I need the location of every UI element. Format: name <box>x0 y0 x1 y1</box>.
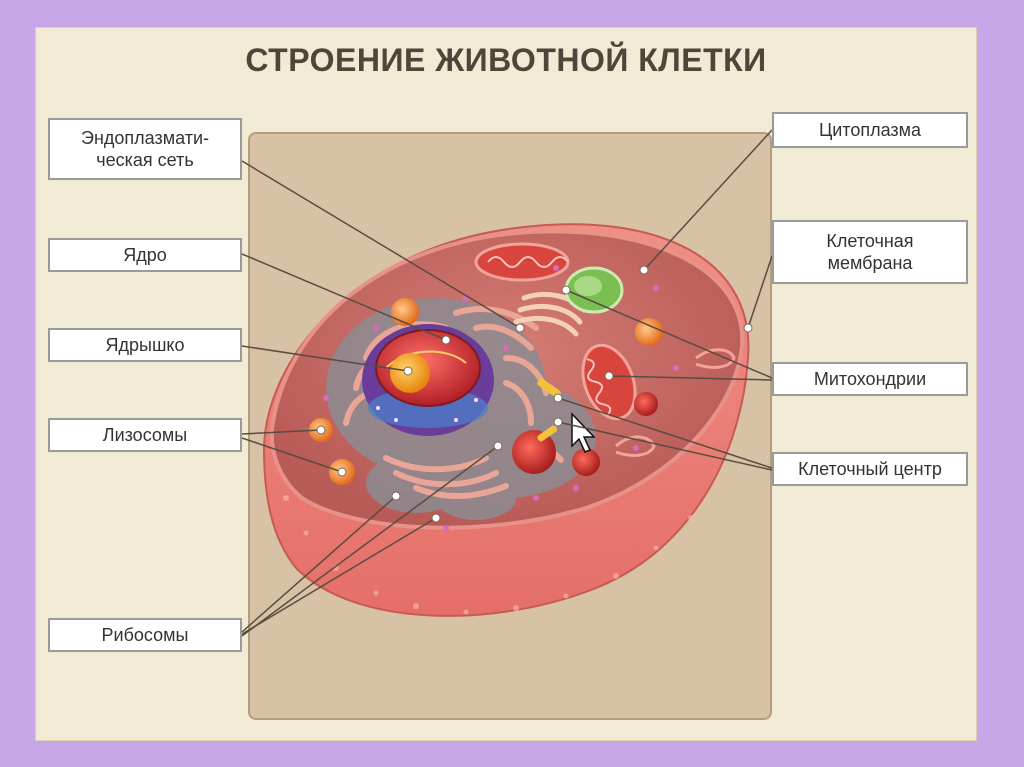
label-nucleolus-text: Ядрышко <box>105 335 185 355</box>
cell-diagram <box>241 129 773 637</box>
label-er-line1: Эндоплазмати- <box>81 128 209 148</box>
label-ribosomes-text: Рибосомы <box>101 625 189 645</box>
label-nucleolus: Ядрышко <box>48 328 242 362</box>
label-cytoplasm: Цитоплазма <box>772 112 968 148</box>
leader-dots <box>316 265 753 523</box>
label-mitochondria-text: Митохондрии <box>813 369 927 389</box>
vacuole <box>564 266 624 314</box>
label-ribosomes: Рибосомы <box>48 618 242 652</box>
label-mitochondria: Митохондрии <box>772 362 968 396</box>
page-title: СТРОЕНИЕ ЖИВОТНОЙ КЛЕТКИ <box>245 42 767 78</box>
mitochondrion-right <box>581 343 637 421</box>
label-nucleus: Ядро <box>48 238 242 272</box>
label-er-line2: ческая сеть <box>96 150 194 170</box>
label-cytoplasm-text: Цитоплазма <box>818 120 922 140</box>
label-cell-center-text: Клеточный центр <box>798 459 942 479</box>
label-cell-center: Клеточный центр <box>772 452 968 486</box>
slide: СТРОЕНИЕ ЖИВОТНОЙ КЛЕТКИ <box>36 28 976 740</box>
nucleus <box>362 324 494 436</box>
label-membrane-line2: мембрана <box>827 253 913 273</box>
cell-center <box>512 378 658 476</box>
cursor-arrow-icon <box>571 412 596 453</box>
label-lysosomes: Лизосомы <box>48 418 242 452</box>
label-membrane-line1: Клеточная <box>826 231 914 251</box>
leader-lines <box>241 129 773 637</box>
label-lysosomes-text: Лизосомы <box>102 425 188 445</box>
label-nucleus-text: Ядро <box>123 245 167 265</box>
mitochondrion-top <box>474 242 570 282</box>
membrane-texture <box>283 480 719 615</box>
label-cell-membrane: Клеточная мембрана <box>772 220 968 284</box>
label-endoplasmic-reticulum: Эндоплазмати- ческая сеть <box>48 118 242 180</box>
